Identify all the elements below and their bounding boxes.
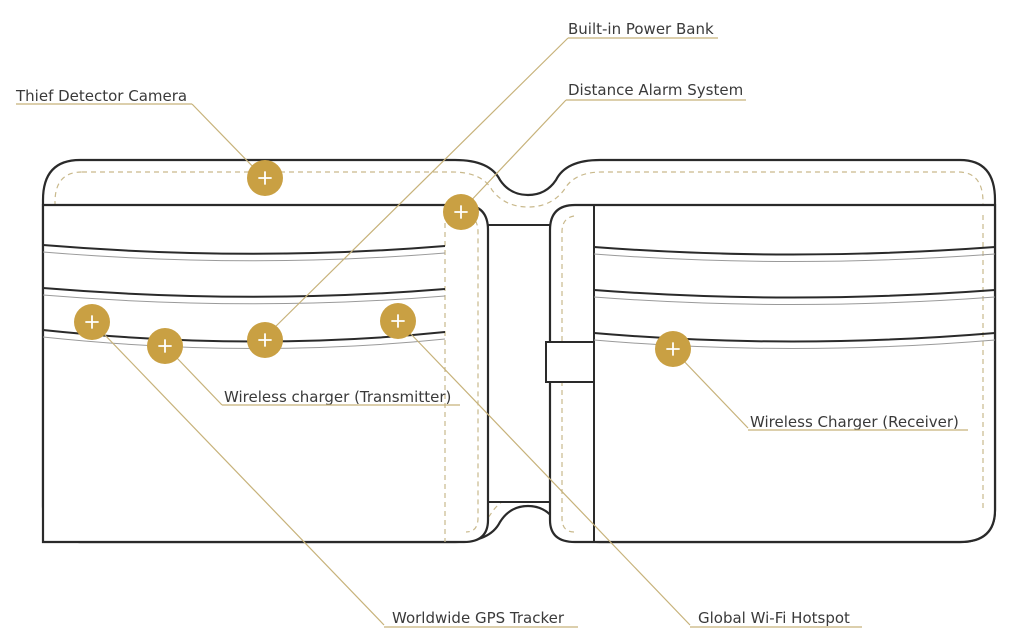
plus-icon [85, 315, 99, 329]
leader-receiver [679, 356, 749, 429]
label-gps-tracker-text: Worldwide GPS Tracker [392, 609, 565, 627]
wallet-illustration [41, 158, 997, 544]
plus-icon [258, 171, 272, 185]
leader-thief-camera [191, 103, 259, 173]
label-gps-tracker: Worldwide GPS Tracker [384, 609, 578, 628]
hotspot-wireless-receiver[interactable] [655, 331, 691, 367]
label-wireless-transmitter-text: Wireless charger (Transmitter) [224, 388, 451, 406]
label-power-bank: Built-in Power Bank [568, 20, 718, 39]
left-inner-panel [41, 203, 490, 544]
plus-icon [454, 205, 468, 219]
plus-icon [258, 333, 272, 347]
wallet-spine [487, 224, 551, 503]
left-panel-stitching-2 [465, 215, 479, 533]
plus-icon [158, 339, 172, 353]
right-card-slots [593, 246, 996, 349]
label-wifi-hotspot-text: Global Wi-Fi Hotspot [698, 609, 850, 627]
label-distance-alarm-text: Distance Alarm System [568, 81, 743, 99]
leader-transmitter [175, 356, 223, 406]
leader-power-bank [267, 37, 569, 335]
hotspot-wireless-transmitter[interactable] [147, 328, 183, 364]
hotspot-distance-alarm[interactable] [443, 194, 479, 230]
wallet-clasp-tab [545, 341, 595, 383]
leader-lines [102, 37, 749, 626]
plus-icon [666, 342, 680, 356]
label-thief-camera: Thief Detector Camera [15, 87, 192, 105]
label-power-bank-text: Built-in Power Bank [568, 20, 714, 38]
hotspot-power-bank[interactable] [247, 322, 283, 358]
leader-gps [102, 332, 385, 626]
hotspot-wifi-hotspot[interactable] [380, 303, 416, 339]
hotspot-thief-camera[interactable] [247, 160, 283, 196]
feature-labels: Thief Detector Camera Built-in Power Ban… [15, 20, 968, 628]
label-wifi-hotspot: Global Wi-Fi Hotspot [690, 609, 862, 628]
label-distance-alarm: Distance Alarm System [566, 81, 746, 101]
leader-wifi [408, 331, 691, 626]
hotspot-gps-tracker[interactable] [74, 304, 110, 340]
label-wireless-receiver: Wireless Charger (Receiver) [748, 413, 968, 431]
label-wireless-transmitter: Wireless charger (Transmitter) [222, 388, 460, 406]
hotspot-markers [74, 160, 691, 367]
label-wireless-receiver-text: Wireless Charger (Receiver) [750, 413, 959, 431]
plus-icon [391, 314, 405, 328]
leader-distance-alarm [464, 99, 567, 208]
label-thief-camera-text: Thief Detector Camera [15, 87, 187, 105]
right-inner-panel [548, 203, 997, 544]
